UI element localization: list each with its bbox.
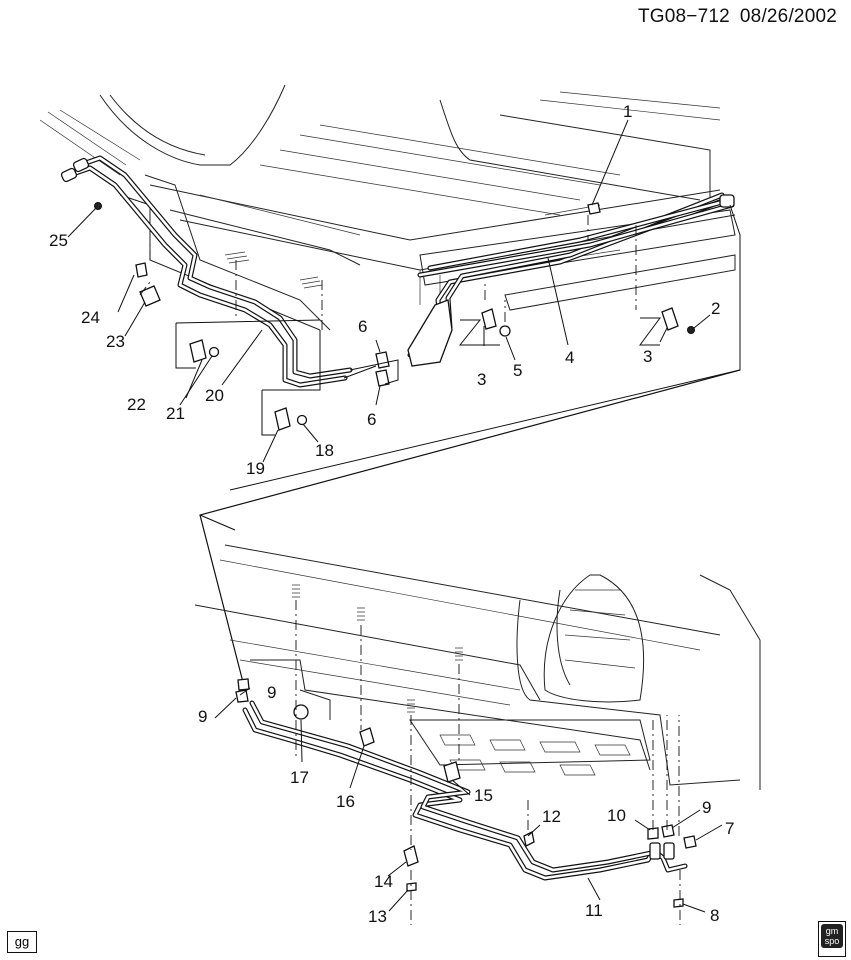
rear-fuel-line-11 [242,700,688,881]
callouts: 1 2 3 3 4 5 6 6 7 8 9 9 9 10 11 12 13 14… [49,102,734,926]
callout-10: 10 [607,806,626,825]
callout-23: 23 [106,332,125,351]
logo-gm-text: gm [825,926,839,936]
upper-underbody [39,84,736,331]
rear-fuel-line-4 [407,192,735,367]
callout-3b: 3 [643,347,652,366]
callout-13: 13 [368,907,387,926]
logo-spo-text: spo [824,936,840,946]
callout-2: 2 [711,299,720,318]
callout-15: 15 [474,786,493,805]
callout-3a: 3 [477,370,486,389]
upper-alignment-lines [139,204,741,491]
callout-14: 14 [374,872,393,891]
lower-underbody [194,544,761,790]
callout-6b: 6 [367,410,376,429]
callout-18: 18 [315,441,334,460]
callout-8: 8 [710,906,719,925]
callout-7: 7 [725,819,734,838]
callout-19: 19 [246,459,265,478]
callout-4: 4 [565,348,574,367]
callout-21: 21 [166,404,185,423]
callout-12: 12 [542,807,561,826]
gm-spo-logo-icon: gm spo [818,921,846,957]
upper-clips [94,202,695,431]
callout-9c: 9 [702,798,711,817]
callout-9a: 9 [198,707,207,726]
diagram-header: TG08−712 08/26/2002 [628,6,837,28]
callout-5: 5 [513,361,522,380]
lower-alignment-lines [295,600,681,925]
front-fuel-line-20 [60,155,353,388]
diagram-code: TG08−712 [637,6,730,27]
callout-24: 24 [81,308,100,327]
callout-20: 20 [205,386,224,405]
callout-1: 1 [623,102,632,121]
callout-25: 25 [49,231,68,250]
callout-11: 11 [585,901,603,920]
callout-22: 22 [127,395,146,414]
callout-16: 16 [336,792,355,811]
callout-6a: 6 [358,317,367,336]
callout-17: 17 [290,768,309,787]
gg-badge: gg [7,931,37,953]
callout-9b: 9 [267,683,276,702]
callout-leaders [67,119,723,913]
view-link-frame [199,369,741,691]
lower-clips [235,678,697,908]
diagram-date: 08/26/2002 [739,6,837,27]
